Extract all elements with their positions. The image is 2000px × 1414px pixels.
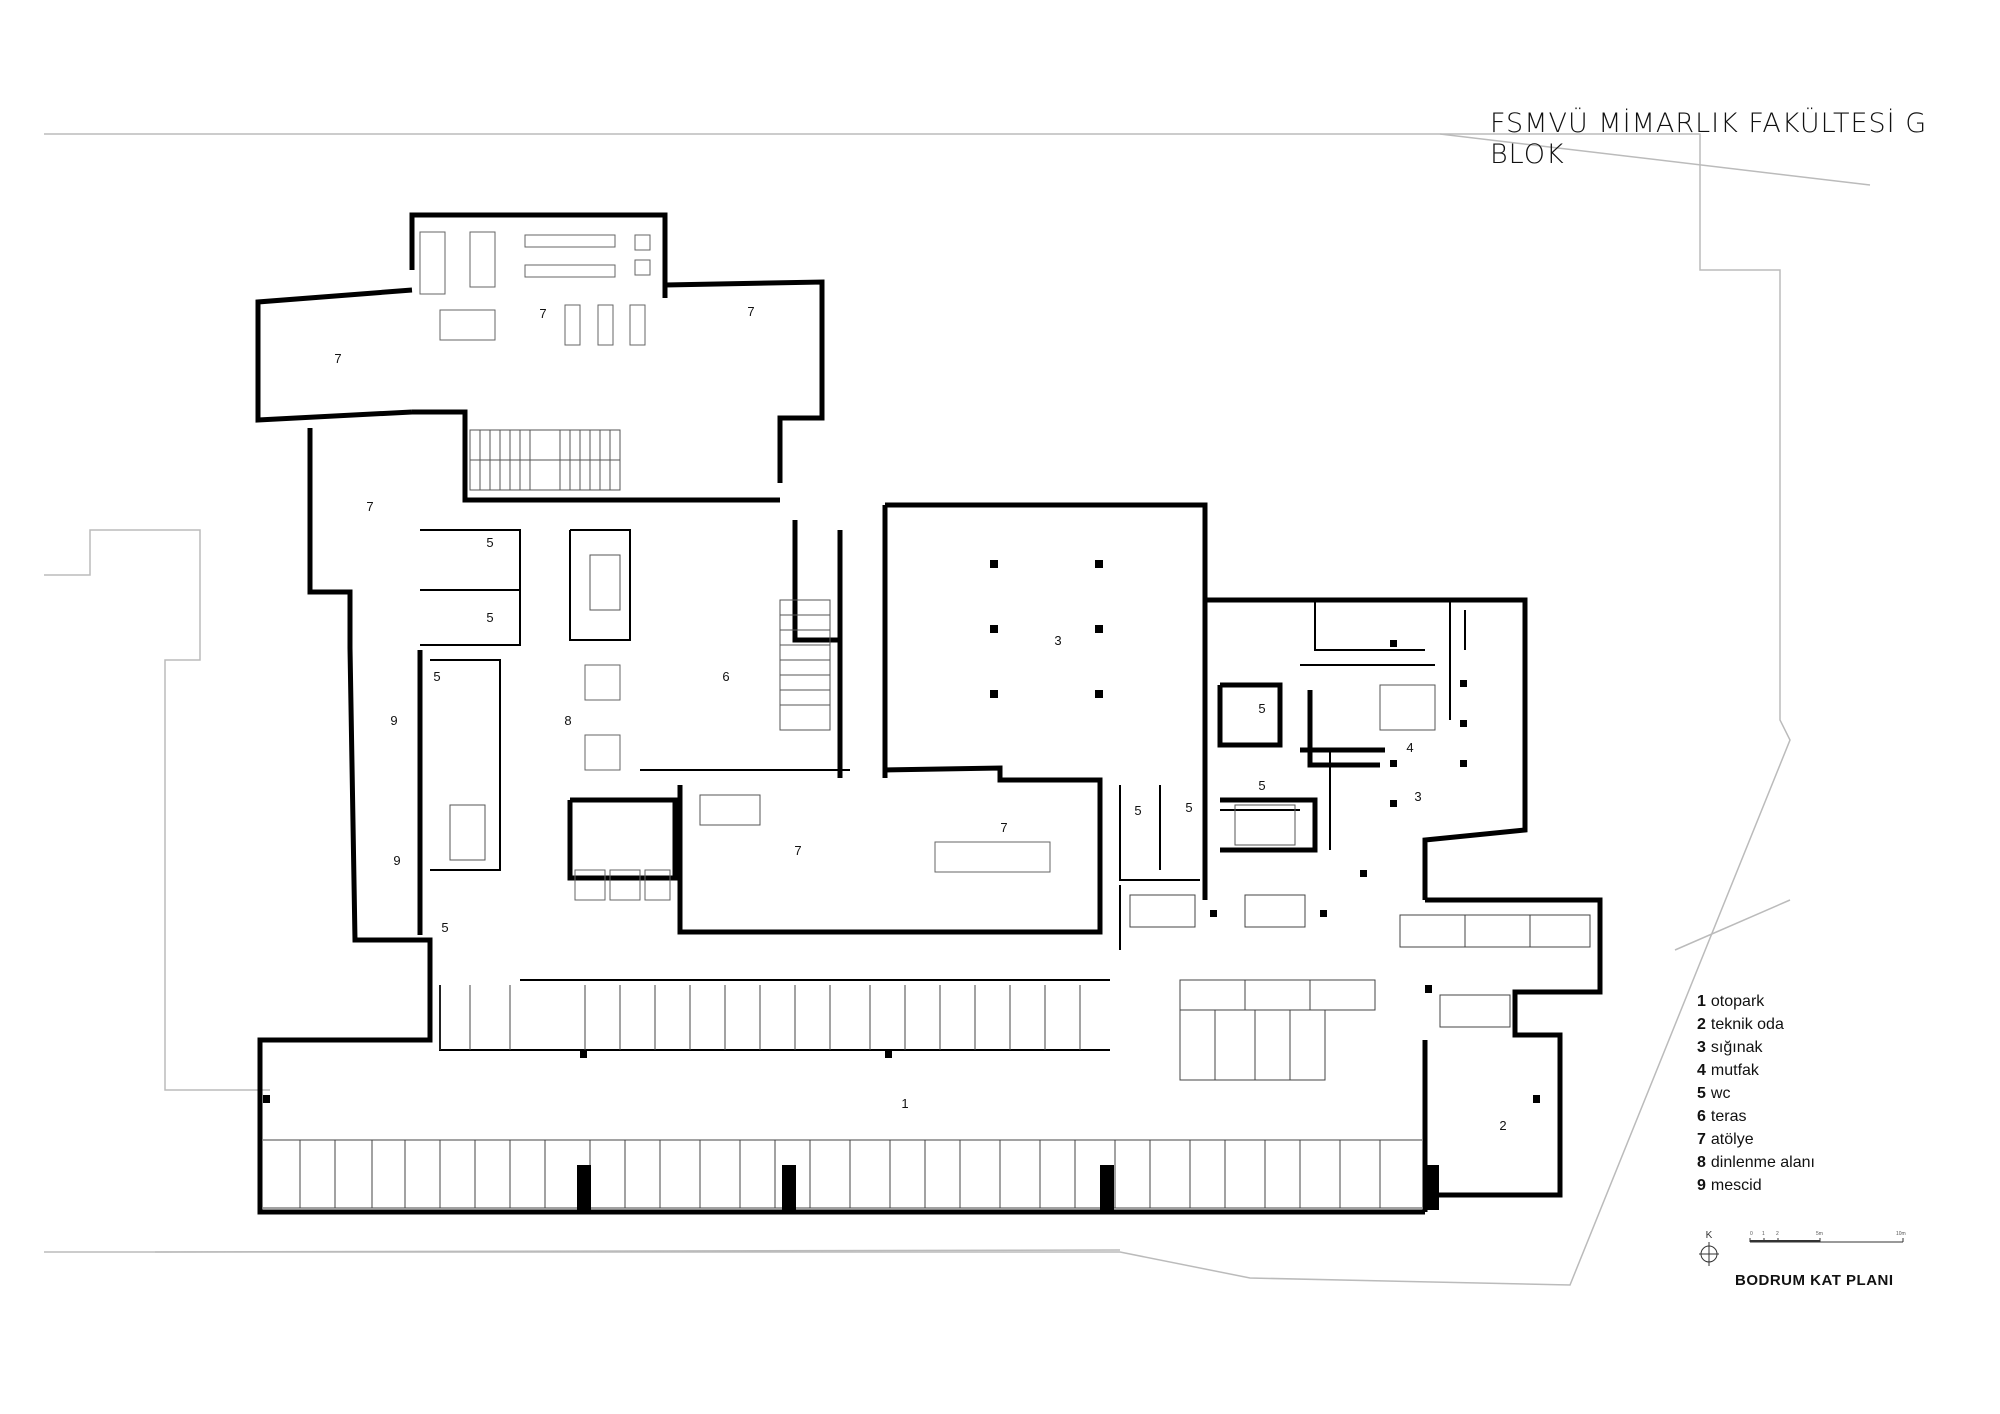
- room-label-5e: 5: [1258, 701, 1265, 716]
- svg-text:2: 2: [1776, 1231, 1779, 1237]
- svg-text:10m: 10m: [1896, 1231, 1906, 1237]
- room-label-5c: 5: [433, 669, 440, 684]
- room-label-7f: 7: [1000, 820, 1007, 835]
- room-label-4: 4: [1406, 740, 1413, 755]
- svg-text:K: K: [1706, 1230, 1713, 1241]
- drawing-title: FSMVÜ MİMARLIK FAKÜLTESİ G BLOK: [1490, 108, 1928, 170]
- north-arrow-icon: K: [1699, 1230, 1719, 1266]
- room-label-1: 1: [901, 1096, 908, 1111]
- room-label-5d: 5: [441, 920, 448, 935]
- room-label-5b: 5: [486, 610, 493, 625]
- room-label-9b: 9: [393, 853, 400, 868]
- room-labels: 1 2 3 3 4 5 5 5 5 5 5 5 5 6 7 7 7 7 7 7 …: [334, 304, 1506, 1133]
- svg-text:5m: 5m: [1816, 1231, 1823, 1237]
- svg-text:0: 0: [1750, 1231, 1753, 1237]
- room-label-2: 2: [1499, 1118, 1506, 1133]
- interior-walls: [420, 529, 1466, 1051]
- room-label-5g: 5: [1134, 803, 1141, 818]
- room-label-8: 8: [564, 713, 571, 728]
- site-boundary: [44, 133, 1871, 1286]
- walls: [255, 212, 1603, 1215]
- columns: [263, 560, 1540, 1210]
- room-label-3b: 3: [1414, 789, 1421, 804]
- scale-bar: 0 1 2 5m 10m: [1749, 1231, 1906, 1243]
- svg-text:1: 1: [1762, 1231, 1765, 1237]
- parking-stalls: [263, 894, 1591, 1209]
- room-label-7a: 7: [539, 306, 546, 321]
- room-label-7e: 7: [794, 843, 801, 858]
- stairs: [449, 429, 1436, 861]
- room-label-5f: 5: [1258, 778, 1265, 793]
- plan-subtitle: BODRUM KAT PLANI: [1735, 1272, 1894, 1289]
- room-label-5a: 5: [486, 535, 493, 550]
- room-label-7b: 7: [334, 351, 341, 366]
- room-label-9a: 9: [390, 713, 397, 728]
- room-label-7c: 7: [747, 304, 754, 319]
- room-label-7d: 7: [366, 499, 373, 514]
- room-label-5h: 5: [1185, 800, 1192, 815]
- room-label-6: 6: [722, 669, 729, 684]
- room-label-3a: 3: [1054, 633, 1061, 648]
- furniture: [419, 231, 1051, 901]
